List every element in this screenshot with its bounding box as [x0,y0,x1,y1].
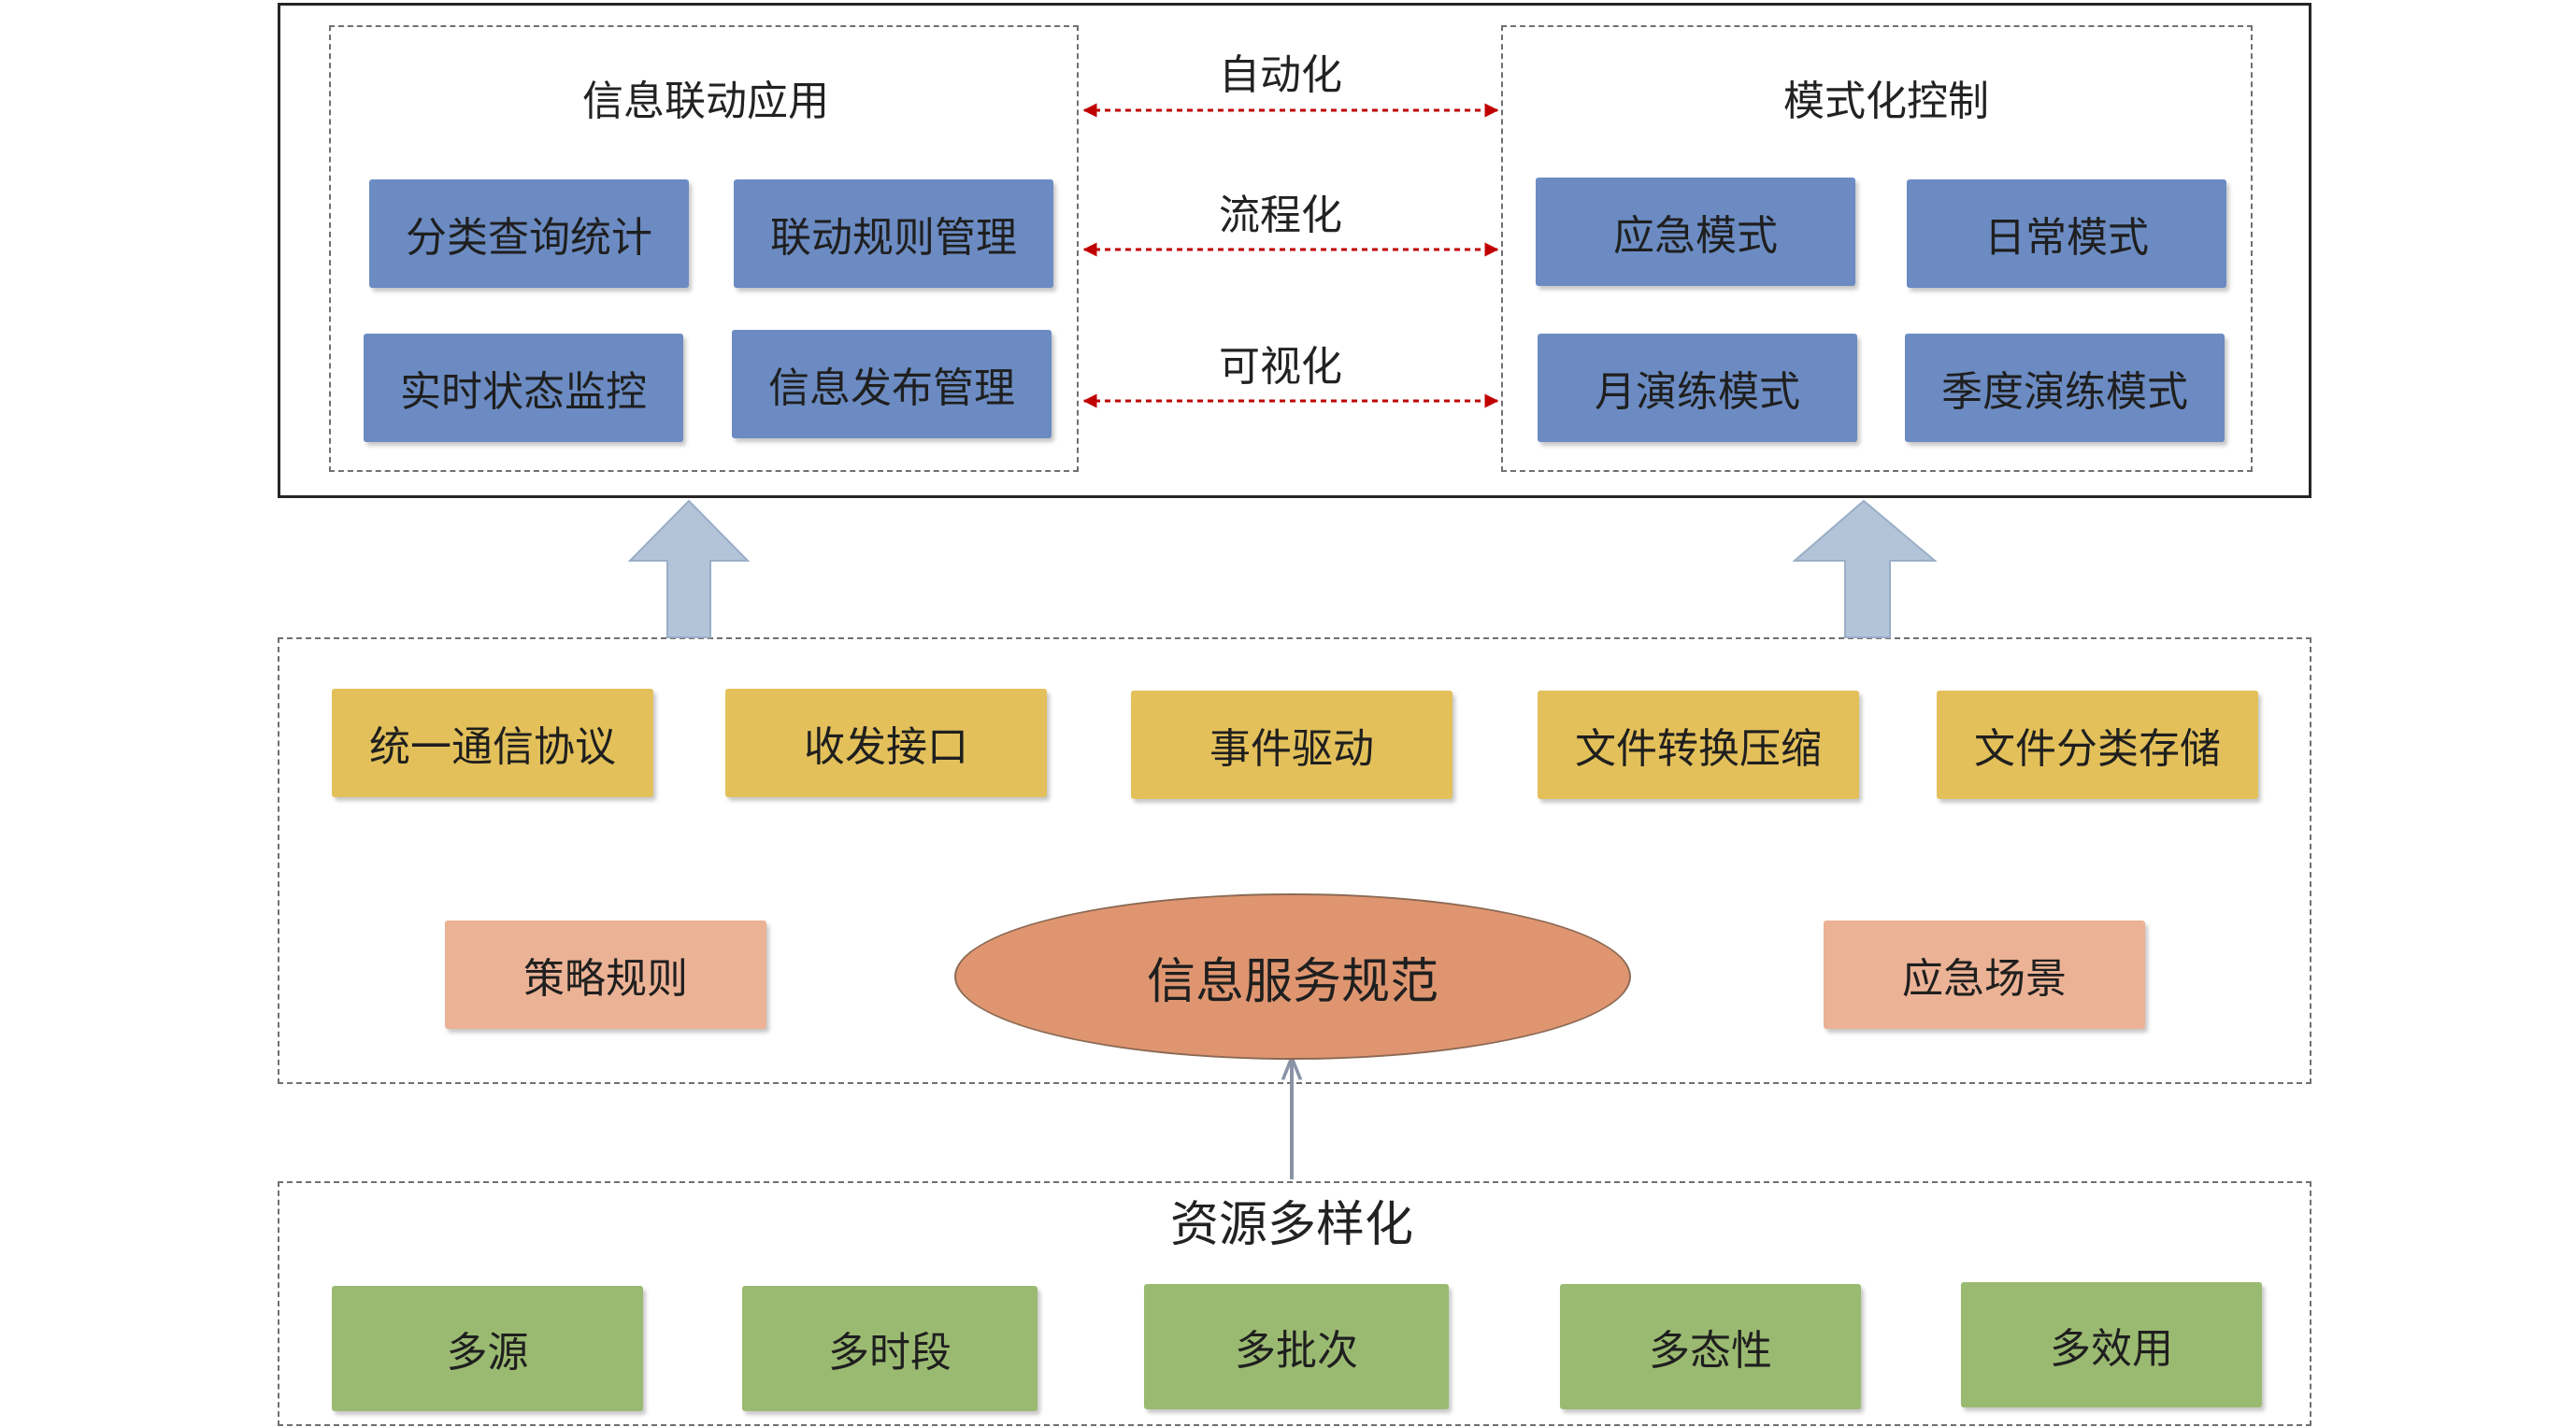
multi-batch-box: 多批次 [1144,1284,1449,1409]
linkage-rule-box: 联动规则管理 [734,179,1053,288]
monthly-drill-box: 月演练模式 [1538,334,1857,442]
file-storage-box: 文件分类存储 [1937,691,2258,799]
automation-label: 自动化 [1219,51,1342,99]
right-group-title: 模式化控制 [1783,78,1989,125]
info-service-spec-oval: 信息服务规范 [954,893,1631,1060]
multi-utility-box: 多效用 [1961,1282,2262,1407]
left-up-arrow [627,499,751,638]
emergency-scene-box: 应急场景 [1824,920,2145,1029]
daily-mode-box: 日常模式 [1907,179,2226,288]
file-compression-box: 文件转换压缩 [1538,691,1859,799]
classified-query-box: 分类查询统计 [369,179,689,288]
strategy-rule-box: 策略规则 [445,920,766,1029]
quarterly-drill-box: 季度演练模式 [1905,334,2225,442]
right-up-arrow [1792,499,1938,638]
send-receive-interface-box: 收发接口 [725,689,1047,797]
multi-period-box: 多时段 [742,1286,1038,1411]
realtime-monitor-box: 实时状态监控 [364,334,683,442]
info-publish-box: 信息发布管理 [732,330,1052,438]
workflow-label: 流程化 [1219,192,1342,239]
unified-protocol-box: 统一通信协议 [332,689,653,797]
emergency-mode-box: 应急模式 [1536,178,1855,286]
right-group-frame [1501,25,2253,472]
event-driven-box: 事件驱动 [1131,691,1453,799]
bottom-layer-frame [278,1181,2311,1426]
resource-diversity-title: 资源多样化 [1169,1197,1414,1253]
left-group-title: 信息联动应用 [582,78,829,125]
top-layer-frame [278,3,2311,498]
polymorphism-box: 多态性 [1560,1284,1861,1409]
left-group-frame [329,25,1079,472]
multi-source-box: 多源 [332,1286,643,1411]
middle-layer-frame [278,637,2311,1084]
visualization-label: 可视化 [1219,343,1342,391]
